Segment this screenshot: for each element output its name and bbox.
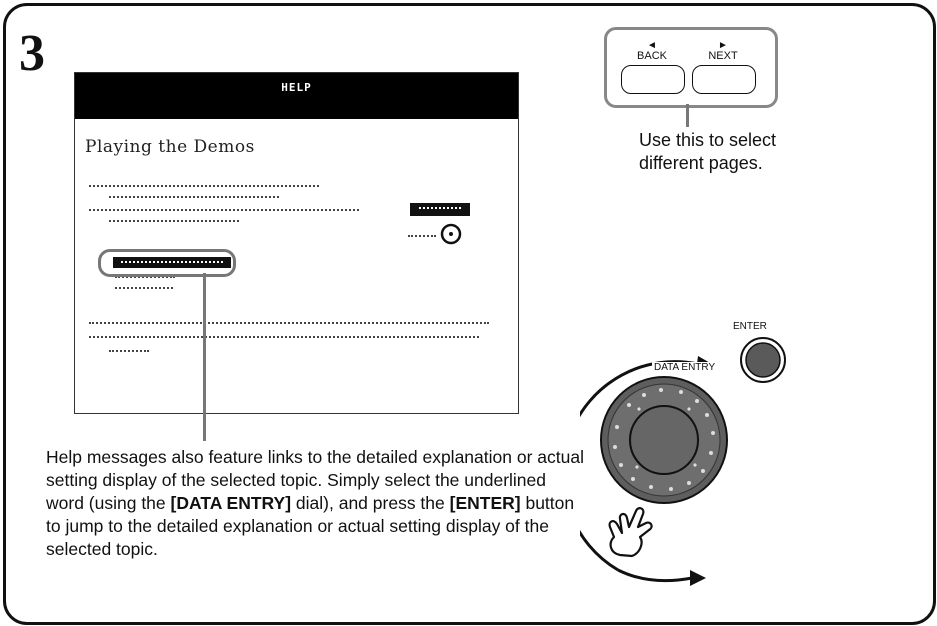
next-button[interactable] bbox=[692, 65, 756, 94]
help-screen: HELP Playing the Demos bbox=[74, 72, 519, 414]
description-text: Help messages also feature links to the … bbox=[46, 447, 584, 513]
dial-icon bbox=[440, 223, 462, 245]
page-select-note: Use this to select different pages. bbox=[639, 129, 776, 175]
data-entry-dial[interactable] bbox=[599, 375, 729, 505]
help-text-line bbox=[109, 196, 279, 198]
help-text-line bbox=[109, 220, 239, 222]
pointing-hand-icon bbox=[608, 507, 653, 558]
back-label: BACK bbox=[637, 50, 667, 62]
next-arrow-icon: ► bbox=[718, 40, 728, 51]
help-text-line bbox=[109, 350, 149, 352]
help-text-line bbox=[115, 287, 173, 289]
page-note-line: Use this to select bbox=[639, 130, 777, 150]
help-screen-page-title: Playing the Demos bbox=[85, 137, 255, 157]
help-text-line bbox=[89, 185, 319, 187]
enter-button[interactable] bbox=[739, 336, 787, 384]
callout-line bbox=[686, 104, 689, 127]
step-number: 3 bbox=[19, 25, 45, 82]
next-label: NEXT bbox=[708, 50, 738, 62]
enter-label: ENTER bbox=[733, 321, 767, 332]
help-text-line bbox=[89, 209, 359, 211]
back-button[interactable] bbox=[621, 65, 685, 94]
callout-line bbox=[203, 273, 206, 441]
help-screen-button bbox=[410, 203, 470, 216]
help-text-line bbox=[89, 336, 479, 338]
help-text-line bbox=[89, 322, 489, 324]
link-highlight-circle bbox=[98, 249, 236, 277]
description-text: button to jump to the detailed explanati… bbox=[46, 493, 575, 559]
step-frame bbox=[3, 3, 936, 625]
help-screen-header: HELP bbox=[75, 73, 518, 119]
help-link-description: Help messages also feature links to the … bbox=[46, 446, 586, 561]
help-text-line bbox=[115, 276, 175, 278]
help-link-underlined[interactable] bbox=[113, 257, 231, 268]
back-next-panel: ◄ BACK ► NEXT bbox=[604, 27, 778, 108]
data-entry-label: DATA ENTRY bbox=[652, 362, 718, 373]
page-note-line: different pages. bbox=[639, 153, 763, 173]
description-bold-data-entry: [DATA ENTRY] bbox=[170, 493, 292, 513]
help-screen-dial-label bbox=[408, 235, 436, 237]
description-bold-enter: [ENTER] bbox=[449, 493, 521, 513]
description-text: dial), and press the bbox=[291, 493, 450, 513]
back-arrow-icon: ◄ bbox=[647, 40, 657, 51]
